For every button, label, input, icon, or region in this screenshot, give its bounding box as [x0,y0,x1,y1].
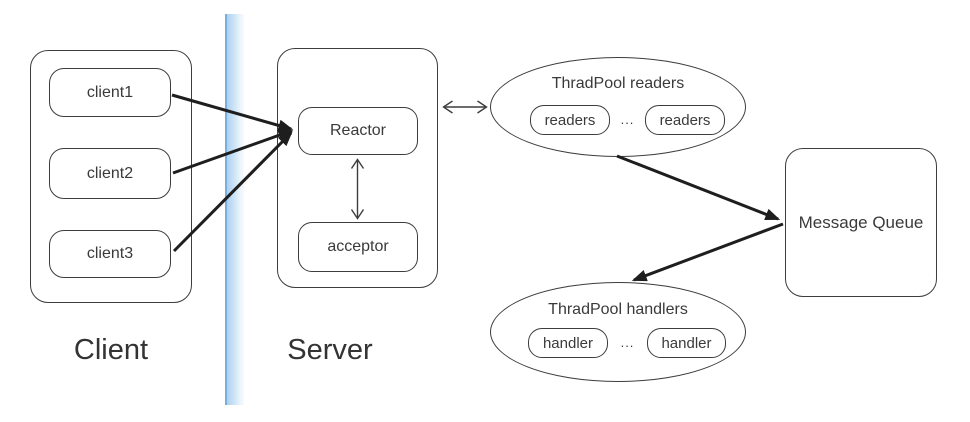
handlers-ellipsis: ... [620,334,635,350]
handler-node-left-label: handler [542,334,594,352]
server-group-label: Server [287,333,373,366]
handler-node-left: handler [528,328,608,358]
readers-node-left-label: readers [544,111,596,129]
message-queue-node: Message Queue [785,148,937,297]
client-group-label: Client [73,333,149,366]
reactor-label: Reactor [329,122,387,139]
readers-node-right: readers [645,105,725,135]
readers-node-left: readers [530,105,610,135]
client2-node: client2 [49,148,171,199]
acceptor-node: acceptor [298,222,418,272]
client-server-divider [225,14,244,405]
client3-node: client3 [49,230,171,278]
handlers-pool-title: ThradPool handlers [548,301,688,318]
readers-pool-title: ThradPool readers [551,75,685,92]
handler-node-right: handler [647,328,726,358]
client2-label: client2 [86,164,134,182]
arrow-readers-to-message-queue [616,154,781,221]
client1-label: client1 [86,83,134,101]
readers-ellipsis: ... [620,111,635,127]
readers-node-right-label: readers [659,111,711,129]
arrow-message-queue-to-handlers [631,222,784,282]
client1-node: client1 [49,68,171,117]
acceptor-label: acceptor [327,238,389,255]
handler-node-right-label: handler [661,334,712,352]
reactor-node: Reactor [298,107,418,155]
client3-label: client3 [86,245,134,262]
message-queue-label: Message Queue [798,212,924,232]
